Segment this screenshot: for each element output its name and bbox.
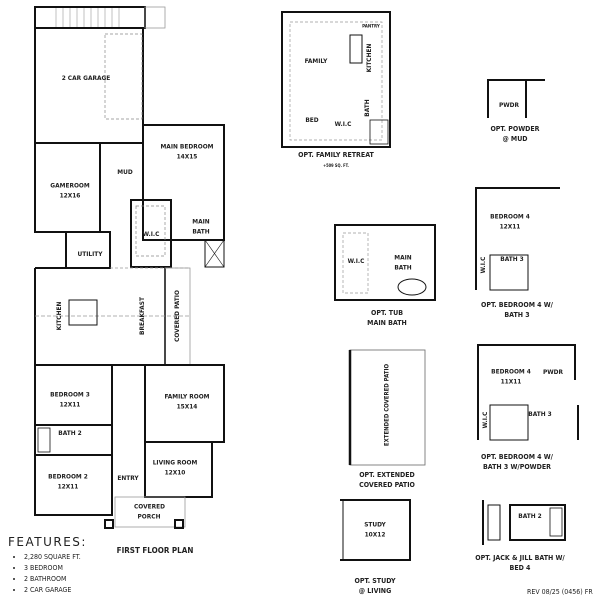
sqft: +509 SQ. FT. bbox=[323, 163, 349, 169]
caption: OPT. BEDROOM 4 W/ bbox=[481, 301, 553, 309]
room-kitchen: KITCHEN bbox=[55, 301, 64, 331]
option-caption-jack-jill: OPT. JACK & JILL BATH W/BED 4 bbox=[475, 553, 564, 573]
bed4p-wic: W.I.C bbox=[481, 411, 490, 429]
room-name: LIVING ROOM bbox=[152, 458, 198, 467]
bed4p-pwdr: PWDR bbox=[542, 368, 564, 377]
option-caption-study: OPT. STUDY @ LIVING bbox=[354, 576, 395, 596]
tub-wic: W.I.C bbox=[347, 257, 365, 266]
caption: OPT. FAMILY RETREAT bbox=[298, 151, 374, 159]
retreat-family: FAMILY bbox=[304, 57, 328, 66]
room-mud: MUD bbox=[117, 168, 133, 177]
room-size: 12X11 bbox=[57, 482, 79, 490]
caption: BATH 3 W/POWDER bbox=[482, 463, 552, 472]
bed4-wic: W.I.C bbox=[479, 256, 488, 274]
room-covered-porch: COVERED PORCH bbox=[134, 502, 165, 520]
jj-bath2: BATH 2 bbox=[518, 512, 542, 521]
caption: OPT. TUB bbox=[371, 309, 403, 317]
room-size: 12X11 bbox=[499, 222, 521, 230]
features-list: FEATURES: 2,280 SQUARE FT. 3 BEDROOM 2 B… bbox=[8, 535, 87, 596]
room-size: 10X12 bbox=[364, 530, 386, 538]
powder-pwdr: PWDR bbox=[498, 101, 520, 110]
room-wic: W.I.C bbox=[142, 230, 160, 239]
room-name: BEDROOM 4 bbox=[490, 212, 530, 221]
retreat-bed: BED bbox=[305, 116, 319, 125]
caption: OPT. STUDY bbox=[354, 577, 396, 585]
feature-item: 2,280 SQUARE FT. bbox=[24, 552, 87, 563]
room-name: BEDROOM 4 bbox=[491, 367, 531, 376]
caption: BED 4 bbox=[509, 564, 531, 573]
retreat-wic: W.I.C bbox=[334, 120, 352, 129]
caption: MAIN BATH bbox=[367, 319, 407, 328]
caption: OPT. EXTENDED bbox=[359, 471, 415, 479]
first-floor-walls bbox=[34, 6, 225, 529]
room-name: GAMEROOM bbox=[50, 181, 90, 190]
room-size: 11X11 bbox=[500, 377, 522, 385]
option-caption-extended-patio: OPT. EXTENDED COVERED PATIO bbox=[359, 470, 415, 490]
caption: @ LIVING bbox=[358, 587, 392, 596]
caption: OPT. POWDER bbox=[490, 125, 540, 133]
room-name: FAMILY ROOM bbox=[164, 392, 210, 401]
room-size: 15X14 bbox=[176, 402, 198, 410]
option-caption-powder: OPT. POWDER @ MUD bbox=[490, 124, 539, 144]
caption: COVERED PATIO bbox=[359, 481, 415, 490]
plan-title: FIRST FLOOR PLAN bbox=[116, 546, 194, 555]
option-caption-bedroom4-powder: OPT. BEDROOM 4 W/BATH 3 W/POWDER bbox=[481, 452, 553, 472]
caption: BATH 3 bbox=[504, 311, 530, 320]
bed4p-bath3: BATH 3 bbox=[528, 410, 552, 419]
features-heading: FEATURES: bbox=[8, 535, 87, 549]
room-size: 14X15 bbox=[176, 152, 198, 160]
feature-item: 2 CAR GARAGE bbox=[24, 585, 87, 596]
extended-patio-label: EXTENDED COVERED PATIO bbox=[383, 363, 391, 447]
room-breakfast: BREAKFAST bbox=[138, 297, 147, 335]
caption: OPT. BEDROOM 4 W/ bbox=[481, 453, 553, 461]
room-size: 12X11 bbox=[59, 400, 81, 408]
option-caption-tub: OPT. TUB MAIN BATH bbox=[367, 308, 407, 328]
retreat-pantry: PANTRY bbox=[362, 24, 380, 30]
room-utility: UTILITY bbox=[77, 250, 103, 259]
tub-main-bath: MAIN BATH bbox=[394, 253, 412, 271]
option-walls bbox=[281, 11, 579, 561]
feature-item: 2 BATHROOM bbox=[24, 574, 87, 585]
option-caption-bedroom4-bath3: OPT. BEDROOM 4 W/BATH 3 bbox=[481, 300, 553, 320]
retreat-bath: BATH bbox=[363, 99, 372, 117]
option-caption-family-retreat: OPT. FAMILY RETREAT +509 SQ. FT. bbox=[298, 150, 374, 170]
room-size: 12X16 bbox=[59, 191, 81, 199]
revision-note: REV 08/25 (0456) FR bbox=[527, 588, 593, 596]
caption: @ MUD bbox=[502, 135, 528, 144]
room-name: MAIN BEDROOM bbox=[160, 142, 214, 151]
room-garage: 2 CAR GARAGE bbox=[61, 74, 111, 83]
retreat-kitchen: KITCHEN bbox=[365, 43, 374, 73]
room-name: BEDROOM 3 bbox=[50, 390, 90, 399]
feature-item: 3 BEDROOM bbox=[24, 563, 87, 574]
caption: OPT. JACK & JILL BATH W/ bbox=[475, 554, 565, 562]
room-entry: ENTRY bbox=[117, 474, 139, 483]
room-bath-2: BATH 2 bbox=[58, 429, 82, 438]
bed4-bath3: BATH 3 bbox=[500, 255, 524, 264]
room-name: STUDY bbox=[364, 520, 386, 529]
room-main-bath: MAIN BATH bbox=[192, 217, 210, 235]
room-size: 12X10 bbox=[164, 468, 186, 476]
room-covered-patio: COVERED PATIO bbox=[173, 290, 182, 342]
room-name: BEDROOM 2 bbox=[48, 472, 88, 481]
